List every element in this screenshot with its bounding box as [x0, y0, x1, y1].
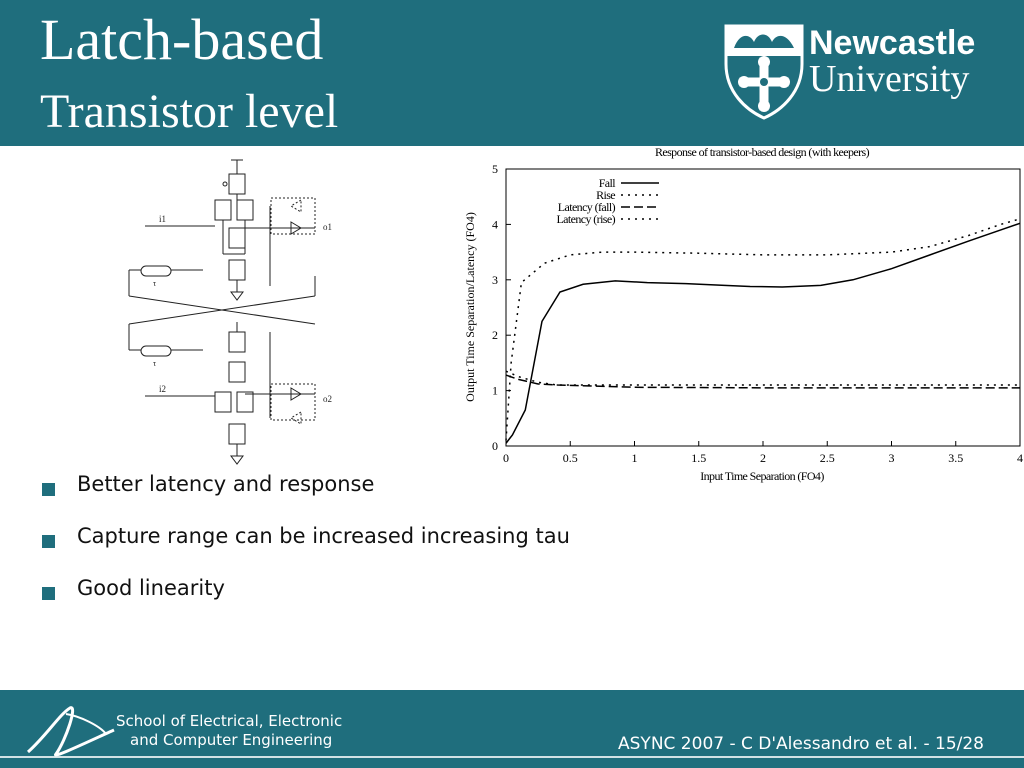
- slide-header: Latch-based Transistor level Newcastle U…: [0, 0, 1024, 146]
- y-tick-label: 5: [492, 162, 498, 176]
- schematic-label-i1: i1: [159, 214, 166, 224]
- bullet-square-icon: [42, 483, 55, 496]
- school-logo-icon: [27, 706, 115, 757]
- series-line: [505, 374, 1020, 389]
- x-tick-label: 1: [632, 451, 638, 465]
- x-tick-label: 3.5: [948, 451, 963, 465]
- x-tick-label: 2.5: [820, 451, 835, 465]
- bullet-list: Better latency and response Capture rang…: [42, 470, 742, 626]
- slide-subtitle: Transistor level: [40, 85, 339, 138]
- legend-label: Latency (rise): [556, 212, 615, 226]
- schematic-label-tau2: τ: [153, 359, 157, 368]
- x-tick-label: 3: [889, 451, 895, 465]
- bullet-item: Capture range can be increased increasin…: [42, 522, 742, 574]
- legend-label: Rise: [596, 188, 615, 202]
- chart-title: Response of transistor-based design (wit…: [655, 145, 870, 159]
- bullet-item: Good linearity: [42, 574, 742, 626]
- y-axis-label: Output Time Separation/Latency (FO4): [463, 212, 477, 402]
- schematic-label-o1: o1: [323, 222, 332, 232]
- bullet-item: Better latency and response: [42, 470, 742, 522]
- bullet-square-icon: [42, 535, 55, 548]
- x-axis-label: Input Time Separation (FO4): [700, 469, 824, 483]
- schematic-label-o2: o2: [323, 394, 332, 404]
- schematic-label-i2: i2: [159, 384, 166, 394]
- legend-label: Fall: [599, 176, 617, 190]
- y-tick-label: 4: [492, 217, 498, 231]
- bullet-text: Better latency and response: [77, 472, 375, 496]
- x-tick-label: 1.5: [691, 451, 706, 465]
- y-tick-label: 0: [492, 439, 498, 453]
- logo-name-line2: University: [809, 58, 970, 100]
- x-tick-label: 0: [503, 451, 509, 465]
- bullet-text: Good linearity: [77, 576, 225, 600]
- slide-credit: ASYNC 2007 - C D'Alessandro et al. - 15/…: [618, 734, 984, 754]
- logo-name-line1: Newcastle: [809, 24, 976, 62]
- schematic-label-tau1: τ: [153, 279, 157, 288]
- y-tick-label: 3: [492, 273, 498, 287]
- footer-divider: [0, 756, 1024, 758]
- series-line: [505, 222, 1021, 444]
- slide-title: Latch-based: [40, 7, 324, 72]
- x-axis-ticks: 0 0.5 1 1.5 2 2.5 3 3.5 4: [503, 441, 1023, 465]
- school-name-line2: and Computer Engineering: [130, 731, 333, 749]
- response-line-chart: Response of transistor-based design (wit…: [463, 145, 1023, 483]
- y-axis-ticks: 0 1 2 3 4 5: [492, 162, 511, 453]
- slide-footer: School of Electrical, Electronic and Com…: [0, 690, 1024, 768]
- chart-series: [505, 218, 1021, 444]
- bullet-text: Capture range can be increased increasin…: [77, 524, 570, 548]
- x-tick-label: 4: [1017, 451, 1023, 465]
- latch-schematic-diagram: i1 o1 τ i2 o2 τ: [128, 159, 332, 465]
- legend-label: Latency (fall): [558, 200, 616, 214]
- university-shield-icon: [724, 24, 804, 120]
- school-name-line1: School of Electrical, Electronic: [116, 712, 343, 730]
- series-line: [505, 370, 1020, 386]
- x-tick-label: 0.5: [563, 451, 578, 465]
- y-tick-label: 1: [492, 384, 498, 398]
- series-line: [505, 218, 1021, 441]
- x-tick-label: 2: [760, 451, 766, 465]
- university-logo: Newcastle University: [724, 24, 1014, 124]
- y-tick-label: 2: [492, 328, 498, 342]
- bullet-square-icon: [42, 587, 55, 600]
